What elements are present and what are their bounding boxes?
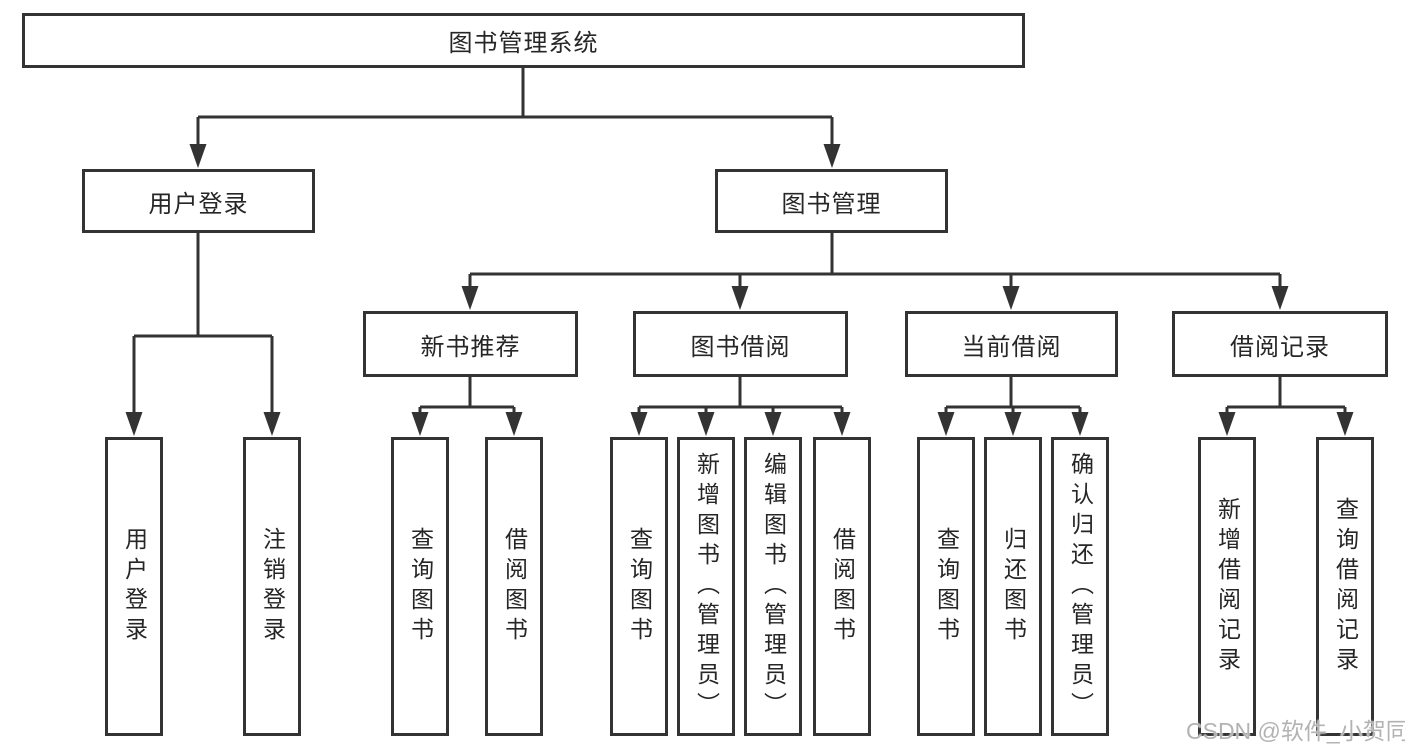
arrow-down-icon [833,412,851,436]
node-book-management: 图书管理 [715,169,948,233]
arrow-down-icon [764,412,782,436]
node-book-borrowing: 图书借阅 [633,311,848,377]
node-borrowing-records: 借阅记录 [1172,311,1388,377]
node-label: 图书管理系统 [448,30,599,57]
arrow-down-icon [411,412,429,436]
leaf-label: 借阅图书 [829,526,856,647]
node-new-book-recommend: 新书推荐 [363,311,578,377]
leaf-label: 新增图书（管理员） [693,451,720,722]
arrow-down-icon [263,412,281,436]
leaf-label: 确认归还（管理员） [1067,451,1094,722]
arrow-down-icon [1336,412,1354,436]
leaf-label: 新增借阅记录 [1214,496,1241,677]
leaf-newbooks-query-books: 查询图书 [391,437,449,736]
leaf-user-login: 用户登录 [105,437,163,736]
node-label: 当前借阅 [961,333,1062,361]
node-user-login: 用户登录 [82,169,315,233]
leaf-borrowing-borrow-books: 借阅图书 [813,437,871,736]
arrow-down-icon [189,144,207,168]
leaf-label: 用户登录 [121,526,148,647]
arrow-down-icon [505,412,523,436]
arrow-down-icon [697,412,715,436]
leaf-label: 归还图书 [1000,526,1027,647]
leaf-records-add-record: 新增借阅记录 [1198,437,1256,736]
leaf-borrowing-edit-books-admin: 编辑图书（管理员） [744,437,802,736]
leaf-records-query-record: 查询借阅记录 [1316,437,1374,736]
leaf-newbooks-borrow-books: 借阅图书 [485,437,543,736]
leaf-label: 查询借阅记录 [1332,496,1359,677]
leaf-current-query-books: 查询图书 [917,437,975,736]
arrow-down-icon [823,144,841,168]
arrow-down-icon [731,286,749,310]
node-root-library-system: 图书管理系统 [22,13,1025,68]
node-current-borrowing: 当前借阅 [905,311,1118,377]
arrow-down-icon [461,286,479,310]
arrow-down-icon [1271,286,1289,310]
leaf-borrowing-query-books: 查询图书 [610,437,668,736]
node-label: 图书管理 [781,190,882,218]
arrow-down-icon [125,412,143,436]
leaf-label: 查询图书 [933,526,960,647]
leaf-logout: 注销登录 [243,437,301,736]
leaf-current-return-books: 归还图书 [984,437,1042,736]
arrow-down-icon [1071,412,1089,436]
leaf-label: 注销登录 [259,526,286,647]
leaf-label: 查询图书 [626,526,653,647]
leaf-label: 查询图书 [407,526,434,647]
node-label: 用户登录 [148,190,249,218]
leaf-label: 借阅图书 [501,526,528,647]
csdn-watermark: CSDN @软件_小贺同学 [1186,718,1405,744]
arrow-down-icon [937,412,955,436]
node-label: 图书借阅 [690,333,791,361]
arrow-down-icon [1004,412,1022,436]
arrow-down-icon [1218,412,1236,436]
leaf-label: 编辑图书（管理员） [760,451,787,722]
node-label: 新书推荐 [420,333,521,361]
arrow-down-icon [630,412,648,436]
node-label: 借阅记录 [1230,333,1330,361]
arrow-down-icon [1002,286,1020,310]
leaf-borrowing-add-books-admin: 新增图书（管理员） [677,437,735,736]
leaf-current-confirm-return-admin: 确认归还（管理员） [1051,437,1109,736]
